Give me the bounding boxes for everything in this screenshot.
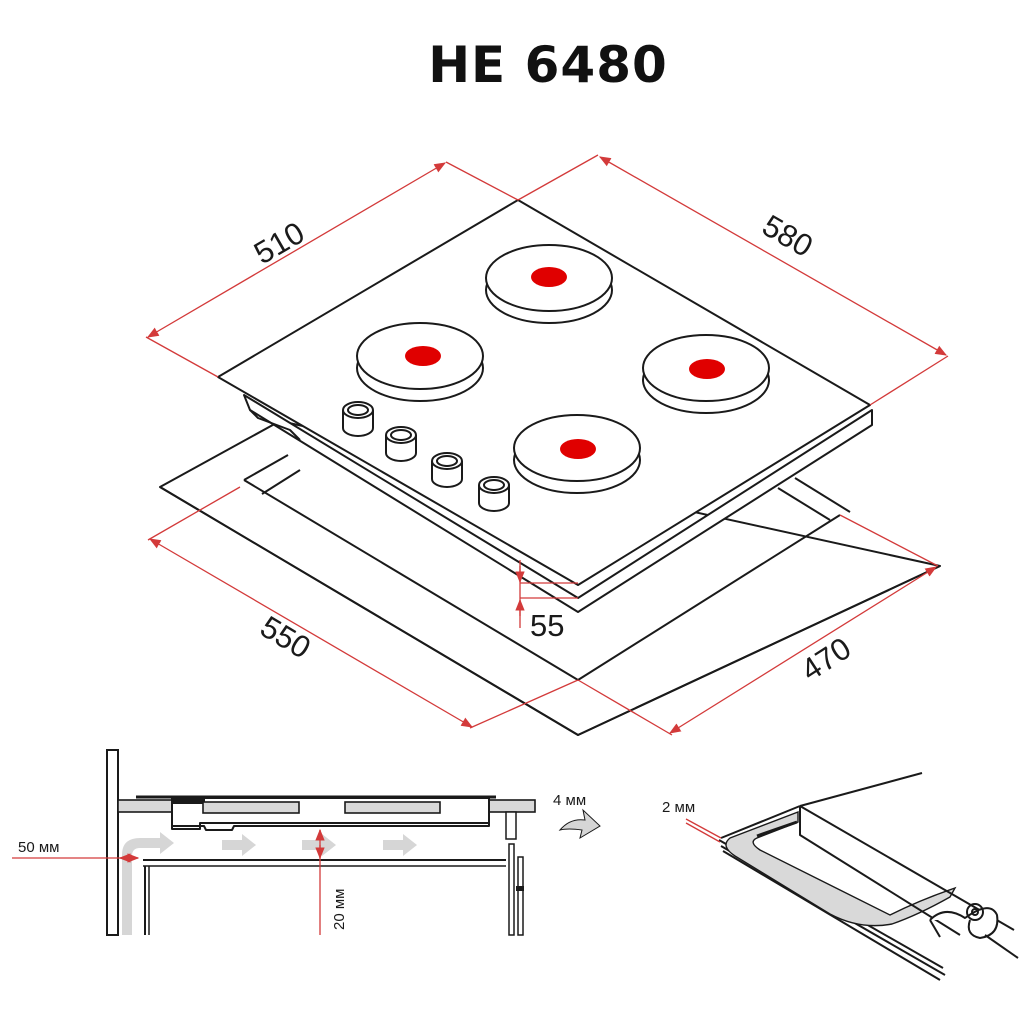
knob-icon[interactable] (478, 476, 510, 512)
svg-text:50 мм: 50 мм (18, 839, 59, 856)
knob-icon[interactable] (342, 401, 374, 437)
svg-text:2 мм: 2 мм (662, 799, 695, 816)
airflow-arrow-icon (222, 834, 256, 856)
svg-text:4 мм: 4 мм (553, 792, 586, 809)
seal-detail: 2 мм (662, 772, 1019, 981)
airflow-arrow-icon (383, 834, 417, 856)
airflow-arrow-icon (122, 832, 174, 935)
hotplate-rear (485, 244, 613, 324)
hotplate-center-icon (560, 439, 596, 459)
airflow-arrow-icon (302, 834, 336, 856)
hotplate-center-icon (405, 346, 441, 366)
svg-text:20 мм: 20 мм (331, 889, 348, 930)
model-title: HE 6480 (428, 36, 668, 94)
side-view-installation: 50 мм 20 мм 4 мм (12, 749, 601, 936)
hotplate-right (642, 334, 770, 414)
svg-text:55: 55 (530, 608, 564, 643)
hotplate-center-icon (689, 359, 725, 379)
hotplate-front (513, 414, 641, 494)
hotplate-left (356, 322, 484, 402)
svg-text:470: 470 (795, 630, 857, 688)
airflow-out-arrow-icon (558, 808, 601, 840)
knob-icon[interactable] (431, 452, 463, 488)
svg-text:580: 580 (757, 208, 819, 264)
dimension-55: 55 (515, 560, 578, 643)
svg-text:510: 510 (248, 215, 310, 271)
hotplate-center-icon (531, 267, 567, 287)
control-knobs (342, 401, 510, 512)
knob-icon[interactable] (385, 426, 417, 462)
svg-text:550: 550 (254, 609, 316, 666)
